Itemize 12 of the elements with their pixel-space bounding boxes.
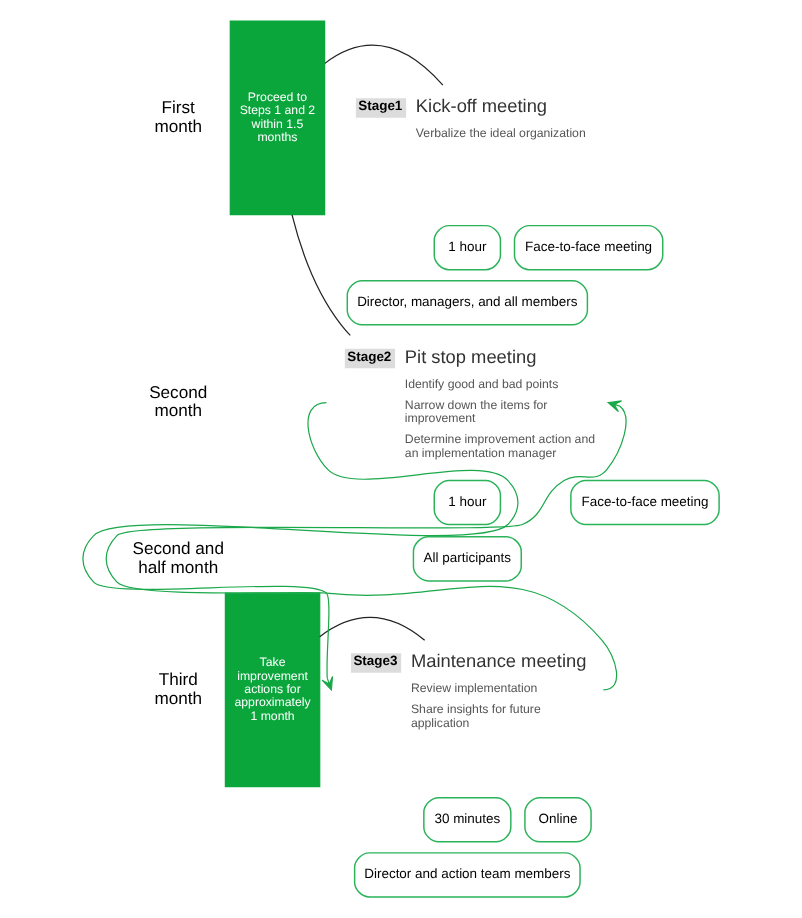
label: First month bbox=[154, 97, 203, 136]
label: Second and half month bbox=[132, 538, 224, 577]
connector bbox=[324, 44, 444, 86]
label: Third month bbox=[154, 669, 203, 708]
node-label: Pit stop meeting bbox=[404, 346, 537, 367]
arrow bbox=[82, 402, 519, 691]
arrow bbox=[105, 400, 627, 691]
node-label: Kick-off meeting bbox=[415, 96, 548, 117]
node-label: Maintenance meeting bbox=[410, 651, 587, 672]
label: Second month bbox=[149, 381, 208, 421]
connector bbox=[319, 616, 426, 641]
connector bbox=[291, 214, 351, 336]
